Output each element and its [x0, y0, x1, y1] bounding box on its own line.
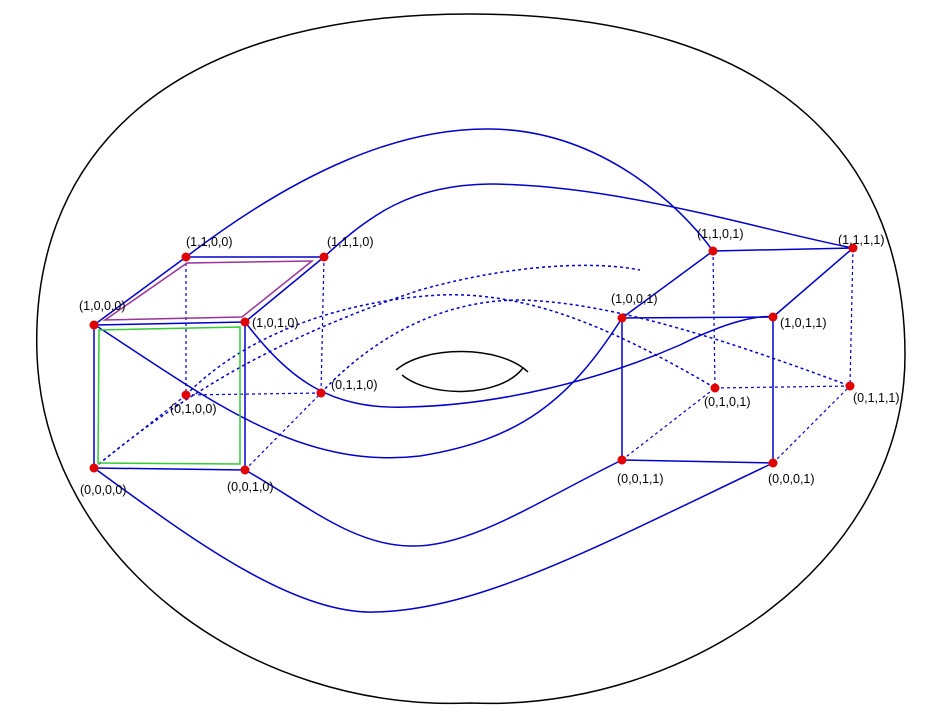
- right-cube: [621, 247, 854, 464]
- edge: [621, 316, 774, 319]
- label-1000: (1,0,0,0): [79, 299, 126, 313]
- vertex-0001: [768, 458, 778, 468]
- vertex-0111: [845, 381, 855, 391]
- vertex-1011: [768, 312, 778, 322]
- vertex-1111: [848, 243, 858, 253]
- vertex-0000: [89, 463, 99, 473]
- edge: [621, 250, 714, 319]
- label-0111: (0,1,1,1): [853, 391, 900, 405]
- label-1111: (1,1,1,1): [838, 233, 885, 247]
- vertex-0010: [240, 465, 250, 475]
- vertex-1101: [708, 246, 718, 256]
- purple-face: [102, 260, 315, 321]
- label-1110: (1,1,1,0): [327, 235, 374, 249]
- vertex-1110: [319, 252, 329, 262]
- edge-hidden: [621, 387, 716, 461]
- torus-hole-lower: [401, 367, 524, 393]
- vertex-1010: [240, 317, 250, 327]
- label-0101: (0,1,0,1): [704, 395, 751, 409]
- curve-0010-0011: [244, 459, 623, 547]
- vertex-0011: [617, 455, 627, 465]
- curve-1110-1111: [323, 183, 854, 258]
- curve-0100-0101: [185, 294, 716, 396]
- vertex-0110: [316, 388, 326, 398]
- edge: [93, 467, 246, 471]
- vertex-1000: [89, 320, 99, 330]
- label-1101: (1,1,0,1): [697, 227, 744, 241]
- vertex-1001: [617, 313, 627, 323]
- curve-0000-0001: [93, 462, 774, 613]
- left-cube: [93, 256, 325, 471]
- edge-hidden: [185, 392, 322, 396]
- label-0000: (0,0,0,0): [80, 483, 127, 497]
- label-0001: (0,0,0,1): [768, 472, 815, 486]
- edge-hidden: [714, 385, 851, 389]
- label-1001: (1,0,0,1): [611, 292, 658, 306]
- curve-1000-1001: [94, 317, 623, 459]
- curve-1010-1011: [244, 315, 774, 408]
- green-face: [97, 326, 241, 465]
- label-0010: (0,0,1,0): [227, 480, 274, 494]
- label-0110: (0,1,1,0): [331, 378, 378, 392]
- edge: [621, 459, 774, 464]
- vertex-0101: [710, 383, 720, 393]
- label-0100: (0,1,0,0): [170, 402, 217, 416]
- curve-0000-0100-diag: [93, 264, 641, 469]
- edge: [93, 321, 246, 326]
- edge: [93, 256, 187, 326]
- torus-hole-upper: [395, 350, 529, 373]
- curve-1100-1101: [185, 128, 714, 258]
- edge-hidden: [712, 250, 716, 389]
- edge: [244, 256, 325, 323]
- torus-curves: [93, 128, 854, 613]
- label-1100: (1,1,0,0): [186, 235, 233, 249]
- edge: [772, 247, 854, 318]
- vertex-labels: (0,0,0,0) (0,0,1,0) (1,0,0,0) (1,0,1,0) …: [79, 227, 900, 497]
- vertex-1100: [181, 252, 191, 262]
- vertices: [89, 243, 858, 475]
- torus-outline: [35, 13, 906, 705]
- edge: [712, 247, 854, 252]
- edge-hidden: [772, 385, 851, 464]
- edge-hidden: [320, 256, 325, 394]
- edge-hidden: [93, 394, 187, 469]
- label-1011: (1,0,1,1): [780, 316, 827, 330]
- label-0011: (0,0,1,1): [617, 472, 664, 486]
- edge-hidden: [849, 247, 854, 387]
- label-1010: (1,0,1,0): [252, 316, 299, 330]
- vertex-0100: [181, 390, 191, 400]
- edge-hidden: [244, 392, 322, 471]
